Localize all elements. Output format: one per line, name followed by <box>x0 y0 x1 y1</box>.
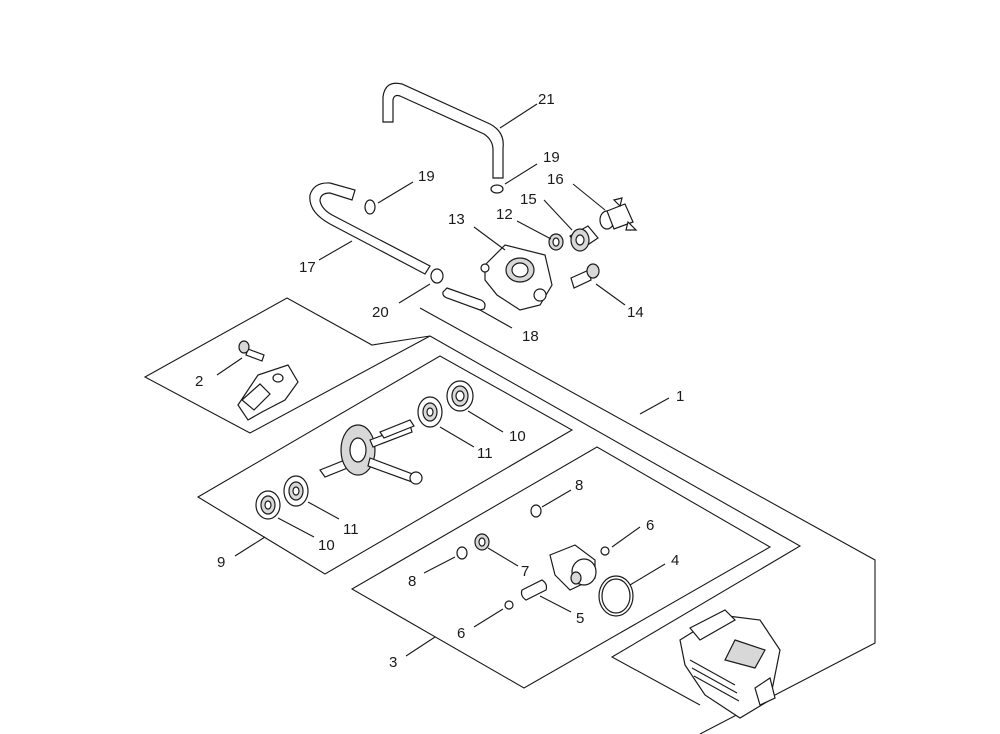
callout-labels: 21 19 19 16 15 12 13 17 14 20 18 2 1 10 … <box>195 91 684 671</box>
piston <box>549 544 597 591</box>
callout-6-upper: 6 <box>646 517 654 534</box>
leader-lines <box>216 103 670 657</box>
bearing-11-upper <box>417 396 443 428</box>
callout-9: 9 <box>217 554 225 571</box>
group-frames <box>143 297 876 734</box>
seal-10-upper <box>446 380 474 412</box>
crankshaft-frame <box>196 355 574 575</box>
bearing-11-lower <box>283 475 309 507</box>
callout-17: 17 <box>299 259 316 276</box>
seal-10-lower <box>255 490 281 520</box>
oil-tube-upper <box>382 82 504 179</box>
seal-ring <box>430 268 444 284</box>
callout-11-lower: 11 <box>343 521 359 538</box>
callout-10-upper: 10 <box>509 428 526 445</box>
callout-3: 3 <box>389 654 397 671</box>
piston-pin <box>520 579 548 601</box>
callout-7: 7 <box>521 563 529 580</box>
clip-upper <box>490 184 504 194</box>
callout-10-lower: 10 <box>318 537 335 554</box>
callout-16: 16 <box>547 171 564 188</box>
callout-8-lower: 8 <box>408 573 416 590</box>
pin-6-upper <box>600 546 610 556</box>
clip-left <box>364 199 376 215</box>
assembly-1-frame <box>419 307 876 734</box>
bracket <box>237 364 299 421</box>
callout-8-upper: 8 <box>575 477 583 494</box>
oil-pump-body <box>480 244 553 311</box>
piston-ring <box>598 575 634 617</box>
needle-bearing-7 <box>474 533 490 551</box>
piston-frame <box>350 446 772 689</box>
oil-tube-left <box>309 182 431 275</box>
callout-13: 13 <box>448 211 465 228</box>
callout-6-lower: 6 <box>457 625 465 642</box>
callout-12: 12 <box>496 206 513 223</box>
worm-gear <box>569 225 599 252</box>
circlip-8-upper <box>530 504 542 518</box>
bracket-frame <box>143 297 431 434</box>
callout-2: 2 <box>195 373 203 390</box>
assembly-1-frame-inner <box>429 335 802 706</box>
callout-18: 18 <box>522 328 539 345</box>
callout-1: 1 <box>676 388 684 405</box>
bolt-2 <box>238 340 265 362</box>
callout-4: 4 <box>671 552 679 569</box>
callout-14: 14 <box>627 304 644 321</box>
pin-6-lower <box>504 600 514 610</box>
cylinder <box>679 609 781 719</box>
callout-21: 21 <box>538 91 555 108</box>
callout-20: 20 <box>372 304 389 321</box>
drive-adapter <box>599 197 638 231</box>
callout-19-upper: 19 <box>543 149 560 166</box>
callout-5: 5 <box>576 610 584 627</box>
adjust-screw <box>570 263 600 289</box>
circlip-8-lower <box>456 546 468 560</box>
crankshaft <box>319 419 423 485</box>
parts <box>237 82 781 719</box>
strainer <box>442 287 486 311</box>
callout-15: 15 <box>520 191 537 208</box>
callout-11-upper: 11 <box>477 445 493 462</box>
callout-19-left: 19 <box>418 168 435 185</box>
